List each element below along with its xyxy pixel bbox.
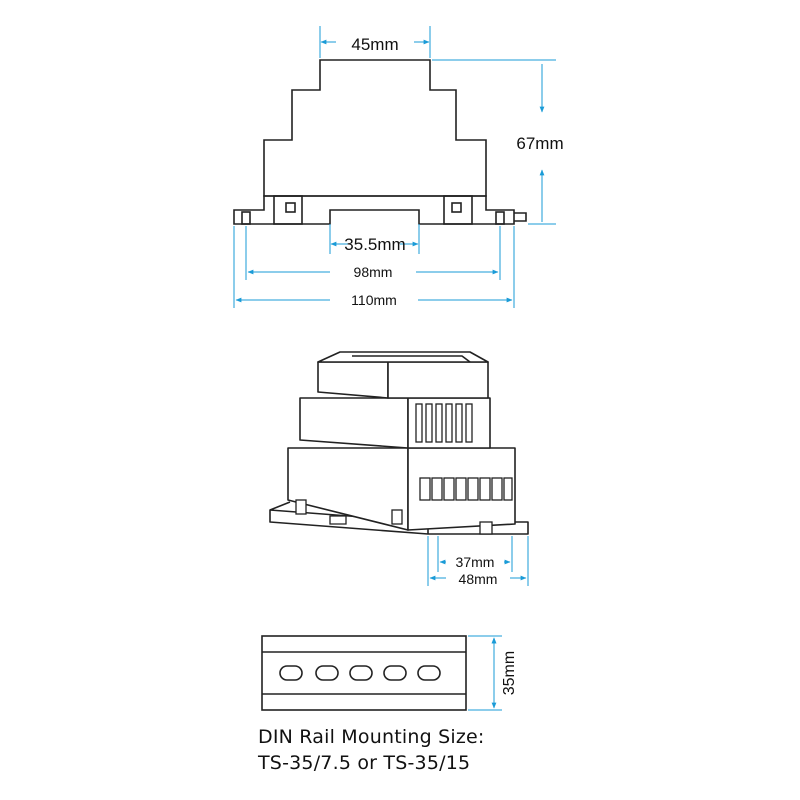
din-rail-outline	[261, 635, 467, 711]
dim-label-depth-outer: 48mm	[459, 571, 498, 587]
iso-clip-left	[295, 499, 307, 515]
front-view	[233, 59, 527, 225]
din-rail-slot	[349, 665, 373, 681]
terminal-screw	[443, 477, 455, 501]
front-view-body-outline	[263, 59, 487, 197]
terminal-screw	[479, 477, 491, 501]
dim-label-overall-width: 110mm	[351, 292, 397, 308]
iso-terminal-block	[419, 477, 513, 501]
front-view-left-clip	[273, 195, 303, 225]
iso-rail-notch	[329, 515, 347, 525]
iso-top-tier	[317, 361, 389, 399]
din-rail-slot	[279, 665, 303, 681]
vent-slot	[465, 403, 473, 443]
dim-label-rail-height: 35mm	[501, 651, 518, 695]
vent-slot	[435, 403, 443, 443]
front-view-right-hole	[495, 211, 505, 225]
terminal-screw	[455, 477, 467, 501]
terminal-screw	[467, 477, 479, 501]
vent-slot	[455, 403, 463, 443]
iso-clip-right	[479, 521, 493, 535]
terminal-screw	[491, 477, 503, 501]
dim-label-top-width: 45mm	[351, 35, 398, 54]
terminal-screw	[431, 477, 443, 501]
din-rail-slot	[383, 665, 407, 681]
iso-top-front	[387, 361, 489, 399]
dim-label-hole-span: 98mm	[354, 264, 393, 280]
isometric-view	[269, 351, 529, 535]
mounting-size-caption-line2: TS-35/7.5 or TS-35/15	[258, 752, 471, 774]
din-rail-slot	[417, 665, 441, 681]
din-rail-view	[261, 635, 467, 711]
iso-top-lid	[317, 351, 489, 363]
dim-label-depth-inner: 37mm	[456, 554, 495, 570]
iso-top-recess	[352, 355, 471, 363]
mounting-size-caption-line1: DIN Rail Mounting Size:	[258, 726, 485, 748]
iso-middle-tier	[299, 397, 409, 449]
front-view-right-clip-slot	[451, 202, 462, 213]
iso-clips	[295, 499, 493, 535]
vent-slot	[425, 403, 433, 443]
vent-slot	[415, 403, 423, 443]
din-rail-slot	[315, 665, 339, 681]
dim-label-rail-gap: 35.5mm	[344, 235, 405, 254]
front-view-left-clip-slot	[285, 202, 296, 213]
front-view-right-clip	[443, 195, 473, 225]
iso-vent-slots	[415, 403, 473, 443]
front-view-right-pin	[514, 212, 527, 222]
terminal-screw	[419, 477, 431, 501]
terminal-screw	[503, 477, 513, 501]
dimension-labels: 45mm 67mm 35.5mm 98mm 110mm 37mm 48mm 35…	[344, 35, 563, 695]
front-view-left-hole	[241, 211, 251, 225]
iso-clip-center	[391, 509, 403, 525]
dimension-lines	[233, 26, 556, 711]
vent-slot	[445, 403, 453, 443]
dim-label-height: 67mm	[516, 134, 563, 153]
